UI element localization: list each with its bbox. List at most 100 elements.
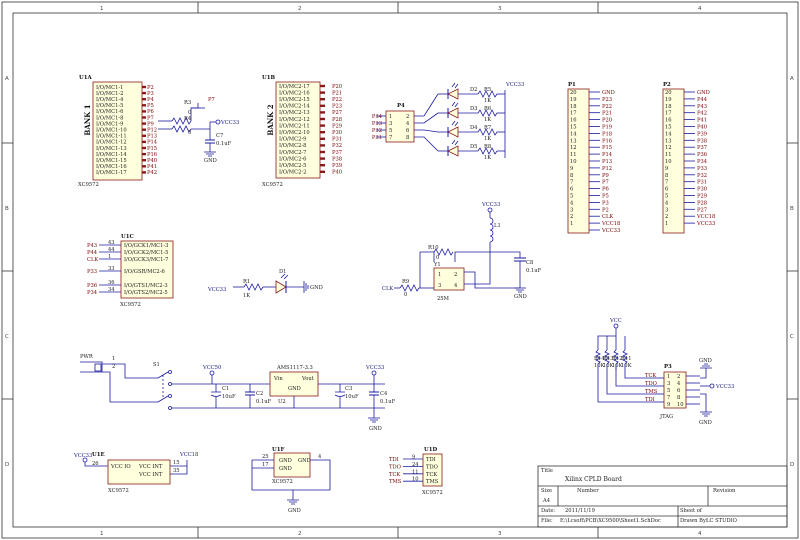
p2-pin-num: 17 bbox=[665, 111, 672, 117]
p1-pin-net: P18 bbox=[602, 131, 612, 137]
jtag-signal: TCK bbox=[645, 373, 656, 379]
gnd-symbol-power bbox=[368, 417, 380, 423]
d1-ref: D1 bbox=[279, 269, 286, 275]
u1a-pin-marker bbox=[142, 116, 146, 119]
u1c-part: XC9572 bbox=[120, 302, 141, 308]
led-resistor-value: 1K bbox=[484, 117, 491, 123]
p4-net: P32 bbox=[372, 128, 382, 134]
y1-freq: 25M bbox=[437, 296, 450, 302]
p2-pin-net: P32 bbox=[697, 173, 707, 179]
led-ref: D4 bbox=[470, 125, 478, 131]
power-gnd: GND bbox=[369, 426, 382, 432]
y1-body bbox=[433, 267, 465, 291]
d1-symbol bbox=[275, 280, 287, 294]
u1b-pin-name: I/O/MC2-15 bbox=[279, 97, 310, 103]
led-resistor-ref: R6 bbox=[484, 106, 491, 112]
p1-pin-num: 4 bbox=[570, 200, 574, 206]
p3-pin-left: 7 bbox=[667, 395, 670, 401]
led-ref: D2 bbox=[470, 87, 477, 93]
p1-pin-num: 16 bbox=[570, 118, 577, 124]
jtag-vcc: VCC bbox=[609, 318, 622, 324]
p1-pin-num: 10 bbox=[570, 159, 577, 165]
u1d-body bbox=[422, 453, 443, 487]
u1a-pin-net: P42 bbox=[147, 170, 157, 176]
p2-pin-num: 15 bbox=[665, 125, 672, 131]
u1a-pin-net: P15 bbox=[147, 146, 157, 152]
grid-col-label-top: 3 bbox=[498, 6, 502, 12]
jtag-pullup-resistor bbox=[604, 349, 610, 365]
r9-symbol bbox=[399, 284, 420, 292]
d1-gnd: GND bbox=[310, 285, 323, 291]
u1a-pin-marker bbox=[142, 91, 146, 95]
p4-pin-left: 1 bbox=[389, 114, 392, 120]
u1b-pin-name: I/O/MC2-16 bbox=[279, 90, 310, 96]
u1a-pin-net: P3 bbox=[147, 91, 154, 97]
c7-ref: C7 bbox=[216, 133, 223, 139]
led-ref: D5 bbox=[470, 144, 477, 150]
p4-wire-right bbox=[414, 129, 439, 133]
u1b-pin-net: P31 bbox=[332, 137, 342, 143]
led-resistor-value: 1K bbox=[484, 98, 491, 104]
u1a-pin-name: I/O/MC1-15 bbox=[96, 158, 127, 164]
p1-pin-num: 9 bbox=[570, 166, 573, 172]
p1-pin-net: P21 bbox=[602, 111, 612, 117]
c7-gnd: GND bbox=[204, 158, 217, 164]
p1-pin-num: 5 bbox=[570, 194, 573, 200]
p1-pin-num: 1 bbox=[570, 221, 573, 227]
sheet-title: Xilinx CPLD Board bbox=[565, 476, 622, 483]
u1b-pin-marker bbox=[320, 137, 325, 140]
u1a-pin-marker bbox=[142, 128, 146, 131]
u1b-pin-net: P21 bbox=[332, 90, 342, 96]
jtag-pullup-resistor bbox=[613, 349, 619, 365]
led-resistor-value: 1K bbox=[484, 136, 491, 142]
p1-pin-num: 18 bbox=[570, 104, 577, 110]
r1-symbol bbox=[243, 283, 264, 291]
u1e-body bbox=[107, 459, 171, 485]
c7-value: 0.1uF bbox=[216, 141, 232, 147]
c3-ref: C3 bbox=[345, 386, 352, 392]
p1-ref: P1 bbox=[568, 82, 576, 88]
u1d-net: TDO bbox=[389, 464, 401, 470]
u1c-body bbox=[120, 240, 174, 299]
u2-vin: Vin bbox=[273, 376, 283, 382]
u1d-net: TMS bbox=[389, 479, 402, 485]
p2-pin-net: P34 bbox=[697, 159, 708, 165]
u1b-pin-name: I/O/MC2-9 bbox=[279, 137, 306, 143]
u1d-pin-num: 11 bbox=[412, 469, 419, 475]
led-resistor bbox=[477, 147, 498, 155]
p2-pin-net: VCC18 bbox=[696, 214, 715, 220]
u1a-part: XC9572 bbox=[78, 182, 99, 188]
p4-pin-right: 8 bbox=[406, 135, 409, 141]
u1d-pin-num: 10 bbox=[412, 477, 419, 483]
p1-pin-net: P19 bbox=[602, 125, 612, 131]
p2-pin-net: P43 bbox=[697, 104, 707, 110]
grid-row-label-left: C bbox=[5, 334, 9, 340]
gnd-symbol-u1f bbox=[287, 499, 299, 505]
u1a-pin-marker bbox=[142, 165, 146, 168]
r10-ref: R10 bbox=[428, 245, 439, 251]
u1d-pin-name: TCK bbox=[426, 472, 437, 478]
p2-pin-num: 13 bbox=[665, 138, 672, 144]
p1-pin-net: P12 bbox=[602, 166, 612, 172]
svg-text:2: 2 bbox=[112, 364, 115, 370]
y1-pin1: 1 bbox=[438, 272, 441, 278]
u1b-pin-name: I/O/MC2-2 bbox=[279, 170, 306, 176]
p2-pin-net: P31 bbox=[697, 180, 707, 186]
led-rays bbox=[451, 139, 459, 146]
u1a-pin-net: P2 bbox=[147, 85, 154, 91]
u2-vout: Vout bbox=[301, 376, 315, 382]
u1b-pin-name: I/O/MC2-11 bbox=[279, 123, 310, 129]
u1c-pin-num: 43 bbox=[108, 240, 115, 246]
sheet-label: Sheet of bbox=[680, 508, 703, 514]
jtag-res-ref: R11 bbox=[621, 356, 632, 362]
r3-value: 0 bbox=[188, 110, 191, 116]
p1-pin-net: GND bbox=[602, 90, 615, 96]
c8-ref: C8 bbox=[526, 260, 533, 266]
u1c-pin-num: 44 bbox=[108, 247, 115, 253]
led-rays bbox=[451, 82, 459, 89]
p1-pin-num: 3 bbox=[570, 207, 573, 213]
u1b-pin-net: P27 bbox=[332, 110, 342, 116]
